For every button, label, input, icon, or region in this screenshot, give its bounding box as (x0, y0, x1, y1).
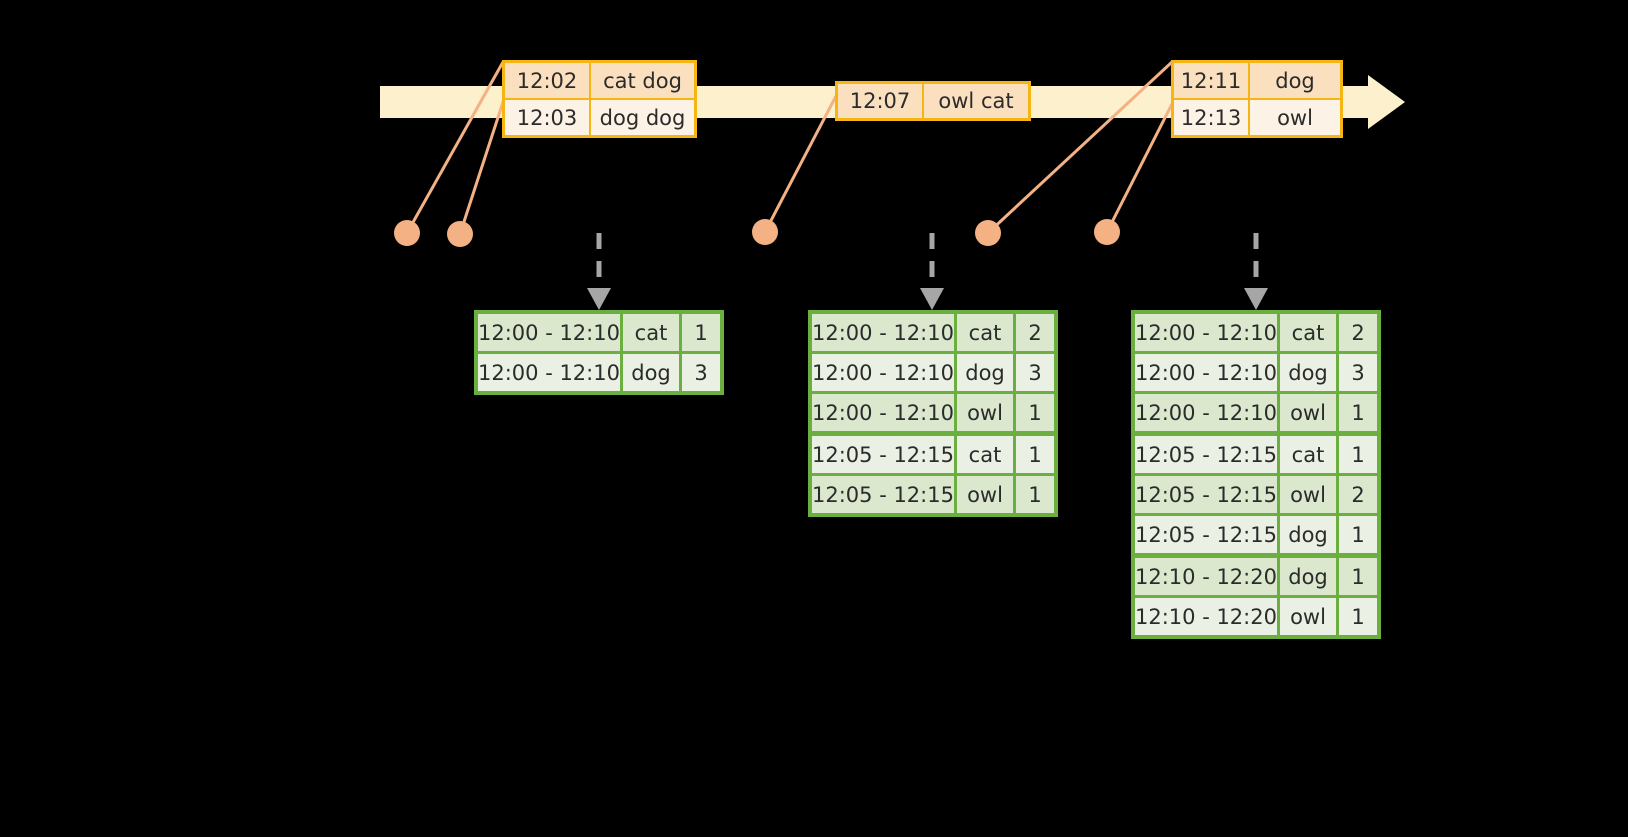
cell-count: 2 (1339, 314, 1377, 351)
cell-word: cat (1279, 314, 1337, 351)
cell-count: 2 (1339, 476, 1377, 513)
event-time: 12:03 (505, 100, 591, 135)
cell-count: 1 (1339, 558, 1377, 595)
cell-count: 1 (1339, 598, 1377, 635)
cell-word: owl (1279, 598, 1337, 635)
cell-window: 12:00 - 12:10 (478, 314, 620, 351)
cell-window: 12:05 - 12:15 (1135, 476, 1277, 513)
cell-window: 12:05 - 12:15 (812, 476, 954, 513)
event-row: 12:11 dog (1174, 63, 1340, 98)
cell-window: 12:00 - 12:10 (478, 354, 620, 391)
event-marker-dot (394, 220, 420, 246)
event-words: cat dog (591, 63, 694, 98)
cell-word: cat (956, 314, 1014, 351)
event-time: 12:13 (1174, 100, 1250, 135)
cell-window: 12:00 - 12:10 (1135, 314, 1277, 351)
cell-word: cat (956, 436, 1014, 473)
cell-count: 2 (1016, 314, 1054, 351)
cell-count: 1 (1339, 394, 1377, 431)
cell-window: 12:00 - 12:10 (812, 354, 954, 391)
event-marker-dot (447, 221, 473, 247)
cell-window: 12:00 - 12:10 (1135, 394, 1277, 431)
cell-window: 12:00 - 12:10 (812, 394, 954, 431)
cell-count: 3 (1339, 354, 1377, 391)
cell-count: 1 (1016, 436, 1054, 473)
cell-count: 1 (1016, 394, 1054, 431)
cell-word: dog (1279, 354, 1337, 391)
cell-word: owl (1279, 476, 1337, 513)
event-group-2: 12:07 owl cat (835, 81, 1031, 121)
cell-word: cat (1279, 436, 1337, 473)
cell-count: 3 (682, 354, 720, 391)
event-words: dog (1250, 63, 1340, 98)
cell-window: 12:10 - 12:20 (1135, 558, 1277, 595)
event-row: 12:02 cat dog (505, 63, 694, 98)
event-time: 12:07 (838, 84, 924, 118)
cell-window: 12:05 - 12:15 (1135, 436, 1277, 473)
cell-word: dog (1279, 558, 1337, 595)
cell-word: owl (956, 476, 1014, 513)
cell-count: 1 (1339, 516, 1377, 553)
cell-window: 12:05 - 12:15 (1135, 516, 1277, 553)
event-group-3: 12:11 dog 12:13 owl (1171, 60, 1343, 138)
event-words: owl cat (924, 84, 1028, 118)
event-marker-dot (752, 219, 778, 245)
cell-word: dog (956, 354, 1014, 391)
cell-window: 12:10 - 12:20 (1135, 598, 1277, 635)
cell-window: 12:00 - 12:10 (1135, 354, 1277, 391)
event-row: 12:03 dog dog (505, 98, 694, 135)
cell-window: 12:00 - 12:10 (812, 314, 954, 351)
cell-count: 3 (1016, 354, 1054, 391)
cell-word: owl (1279, 394, 1337, 431)
event-time: 12:11 (1174, 63, 1250, 98)
cell-window: 12:05 - 12:15 (812, 436, 954, 473)
cell-word: owl (956, 394, 1014, 431)
event-marker-dot (975, 220, 1001, 246)
cell-word: cat (622, 314, 680, 351)
cell-count: 1 (682, 314, 720, 351)
event-row: 12:13 owl (1174, 98, 1340, 135)
event-words: owl (1250, 100, 1340, 135)
timeline-arrowhead (1368, 75, 1405, 129)
event-group-1: 12:02 cat dog 12:03 dog dog (502, 60, 697, 138)
event-row: 12:07 owl cat (838, 84, 1028, 118)
cell-word: dog (1279, 516, 1337, 553)
event-marker-dot (1094, 219, 1120, 245)
cell-count: 1 (1339, 436, 1377, 473)
event-words: dog dog (591, 100, 694, 135)
cell-count: 1 (1016, 476, 1054, 513)
cell-word: dog (622, 354, 680, 391)
event-time: 12:02 (505, 63, 591, 98)
